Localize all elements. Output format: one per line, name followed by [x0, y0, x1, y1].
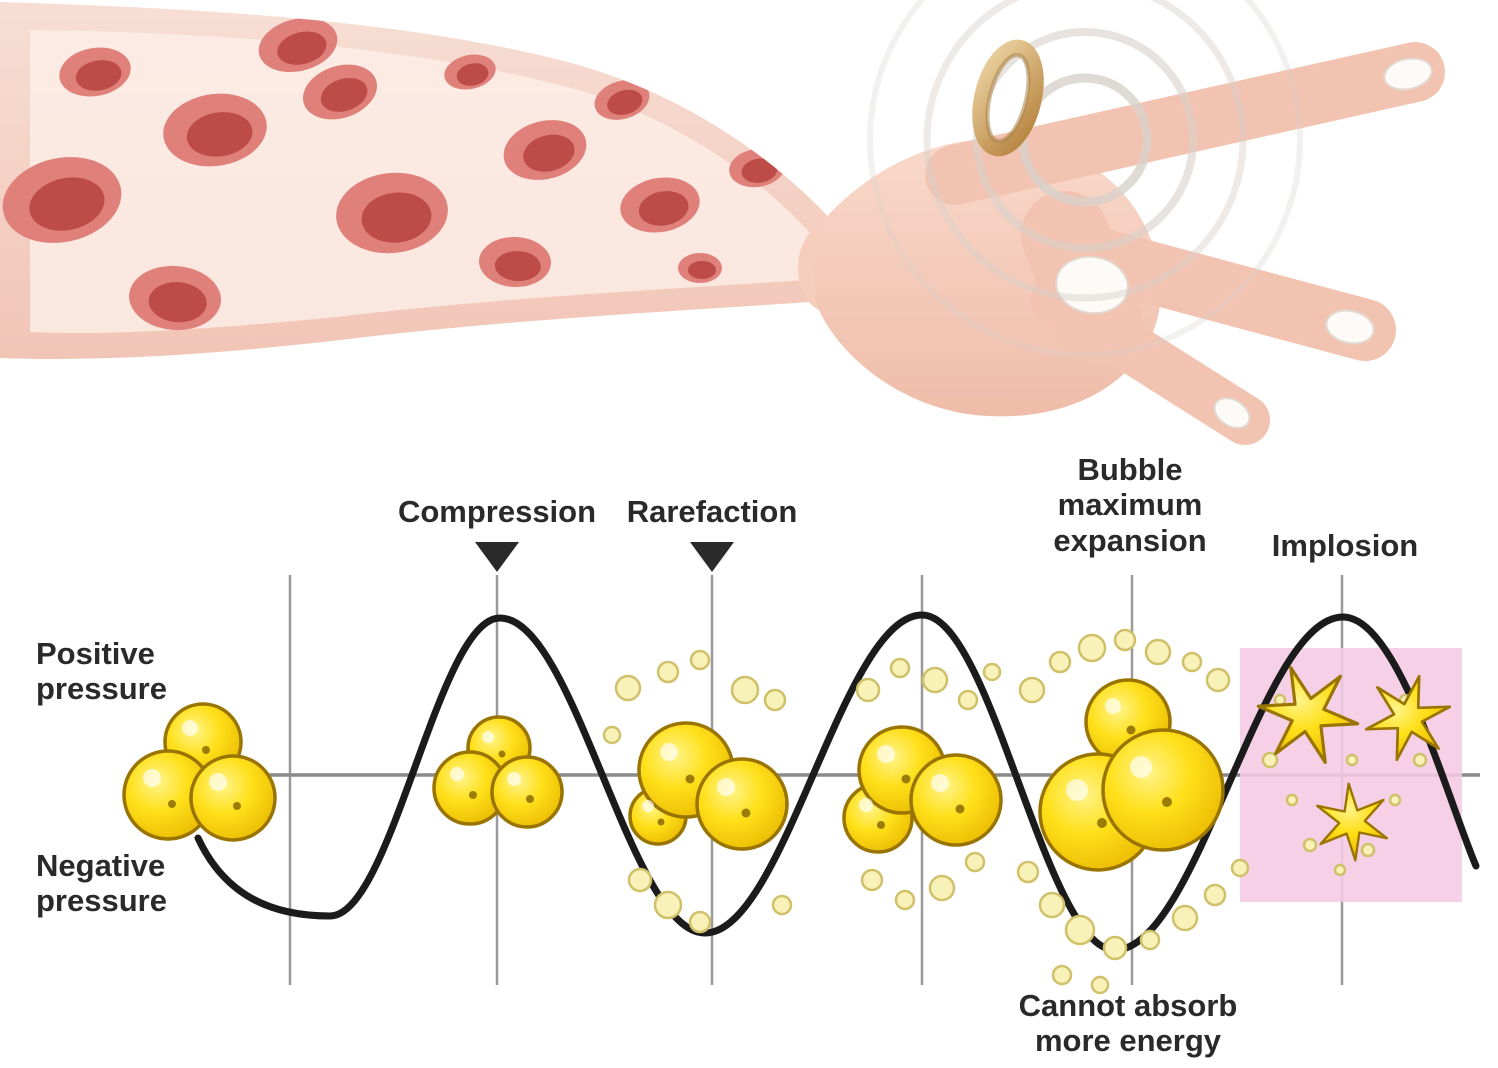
bubble-cluster-3 [628, 721, 789, 851]
blood-cell [163, 93, 267, 167]
blood-cell [302, 64, 378, 120]
blood-cell [678, 253, 722, 283]
pinky-fingernail [1213, 397, 1251, 429]
small-bubbles [602, 628, 1250, 995]
ultrasound-wave-path [194, 611, 1480, 954]
bubble-cluster-5 [1038, 678, 1225, 872]
ripple-circle [923, 0, 1247, 302]
bubble-maximum-expansion-label: Bubble maximum expansion [1053, 452, 1207, 558]
vibration-ripples [867, 0, 1303, 358]
bubble-cluster-2 [432, 715, 564, 829]
cannot-absorb-label: Cannot absorb more energy [1018, 988, 1238, 1059]
implosion-bursts [1249, 661, 1461, 877]
compression-label: Compression [397, 494, 597, 529]
blood-cell [479, 236, 551, 288]
gold-ring [972, 39, 1044, 157]
blood-cell [444, 54, 496, 90]
blood-cell [129, 265, 221, 331]
blood-cell [729, 148, 785, 188]
ripple-circle [867, 0, 1303, 358]
bubble-cluster-4 [842, 725, 1003, 854]
ring-fingernail [1325, 309, 1375, 345]
positive-pressure-label: Positive pressure [36, 636, 167, 707]
ring-finger [1054, 224, 1396, 361]
bubble-cluster-1 [122, 702, 277, 842]
bubble [695, 757, 789, 851]
bubble [189, 754, 277, 842]
ring-product [972, 39, 1044, 157]
blood-cell [620, 177, 700, 233]
blood-cell [594, 80, 650, 120]
implosion-label: Implosion [1271, 528, 1419, 563]
rarefaction-label: Rarefaction [626, 494, 798, 529]
bubble [1101, 728, 1225, 852]
blood-cell [258, 17, 338, 73]
index-finger [925, 42, 1445, 205]
implosion-highlight [1240, 648, 1462, 902]
bubble [909, 753, 1003, 847]
compression-marker-icon [475, 542, 519, 572]
gold-ring-inner-shade [985, 53, 1031, 143]
rarefaction-marker-icon [690, 542, 734, 572]
blood-cell [59, 47, 131, 97]
blood-cell [336, 172, 448, 254]
negative-pressure-label: Negative pressure [36, 848, 167, 919]
blood-cell [503, 120, 587, 180]
index-fingernail [1383, 57, 1433, 91]
hand-illustration [798, 42, 1445, 445]
blood-cell [2, 157, 122, 243]
middle-fingernail [1055, 255, 1129, 315]
pinky-finger [1030, 275, 1270, 445]
bubble [490, 755, 564, 829]
arm-illustration [0, 2, 849, 360]
wave-diagram [122, 542, 1480, 995]
blood-cells [2, 17, 785, 331]
